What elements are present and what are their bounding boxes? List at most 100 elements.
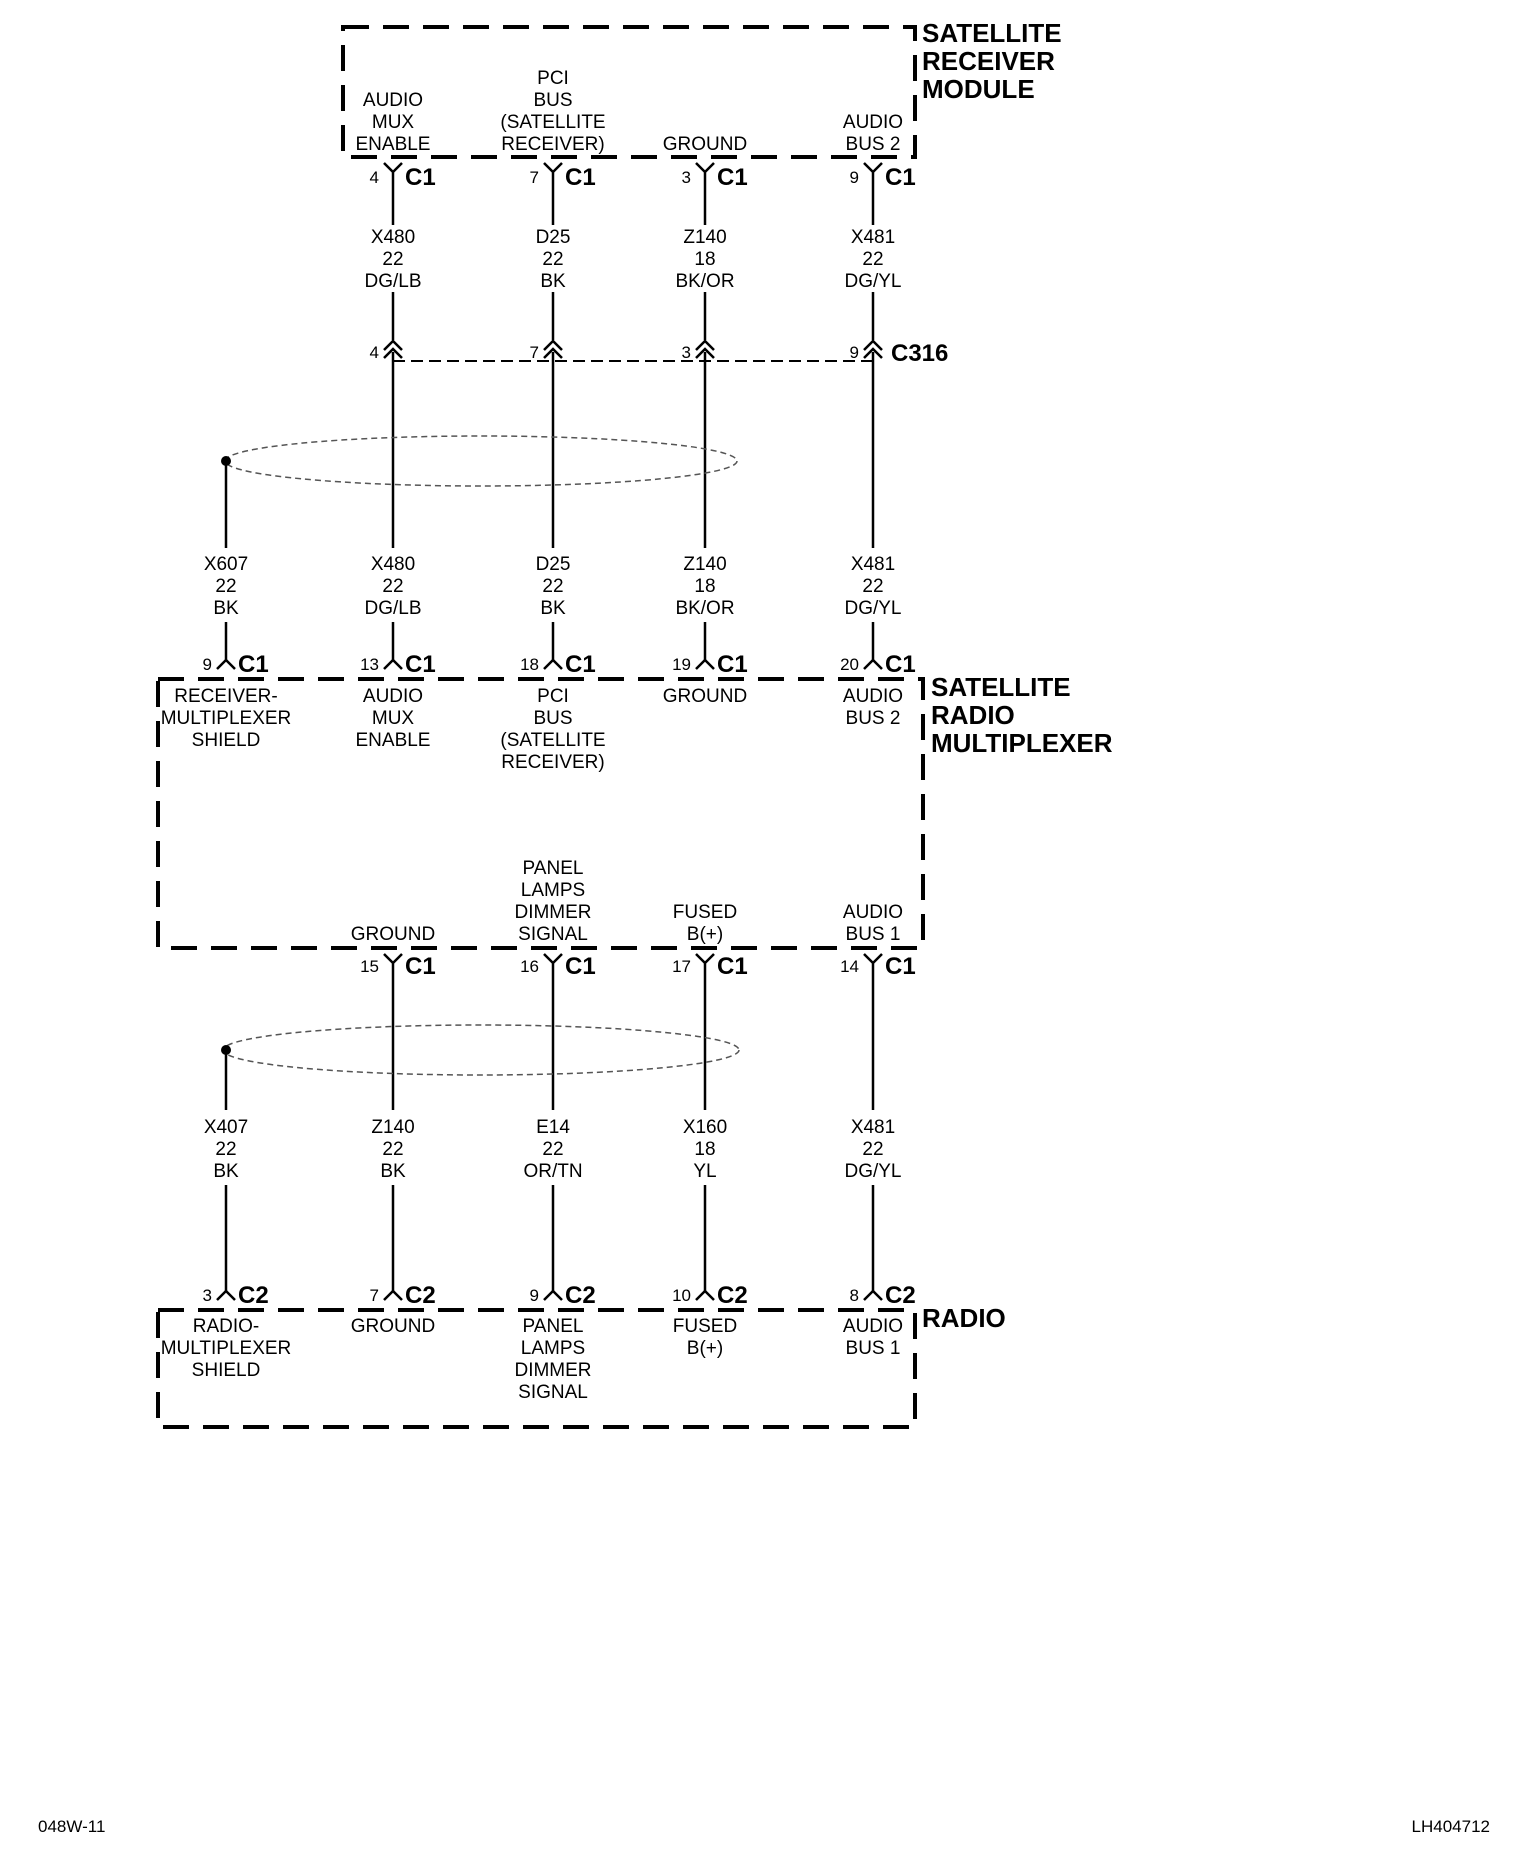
wire-label: E14	[536, 1117, 570, 1138]
multiplexer-pin-label: RECEIVER-	[174, 686, 277, 707]
multiplexer-pin-label: FUSED	[673, 902, 737, 923]
receiver-pin-label: MUX	[372, 112, 415, 133]
satellite-receiver-module-name: SATELLITE	[922, 18, 1062, 48]
radio-pin-label: PANEL	[523, 1316, 584, 1337]
twisted-pair-shield-upper	[224, 435, 738, 487]
multiplexer-pin-label: DIMMER	[514, 902, 591, 923]
multiplexer-bottom-terminal	[695, 953, 715, 975]
wire-label: D25	[536, 554, 571, 575]
receiver-pin-label: AUDIO	[363, 90, 423, 111]
multiplexer-bottom-terminal	[383, 953, 403, 975]
wire-label: 22	[862, 576, 883, 597]
radio-10-connector-label: C2	[717, 1282, 748, 1309]
radio-9-pin-number: 9	[530, 1286, 539, 1305]
radio-terminal	[216, 1289, 236, 1301]
multiplexer-pin-label: SIGNAL	[518, 924, 588, 945]
multiplexer-pin-label: PANEL	[523, 858, 584, 879]
wire-label: OR/TN	[523, 1161, 582, 1182]
radio-terminal	[863, 1289, 883, 1301]
radio-pin-label: SIGNAL	[518, 1382, 588, 1403]
wire-label: 22	[542, 1139, 563, 1160]
satellite-receiver-module-name: MODULE	[922, 74, 1035, 104]
multiplexer-16-pin-number: 16	[520, 957, 539, 976]
receiver-4-pin-number: 4	[370, 168, 379, 187]
multiplexer-17-pin-number: 17	[672, 957, 691, 976]
twisted-pair-shield-lower	[222, 1024, 740, 1076]
wire-label: BK	[540, 598, 566, 619]
multiplexer-top-terminal	[543, 658, 563, 670]
multiplexer-pin-label: PCI	[537, 686, 569, 707]
c316-pin-number: 7	[530, 343, 539, 362]
c316-terminal	[383, 339, 403, 359]
receiver-7-pin-number: 7	[530, 168, 539, 187]
wire-label: 22	[382, 249, 403, 270]
multiplexer-pin-label: B(+)	[687, 924, 723, 945]
multiplexer-14-connector-label: C1	[885, 953, 916, 980]
wire-label: X407	[204, 1117, 248, 1138]
wire-label: BK	[213, 598, 239, 619]
receiver-terminal	[695, 162, 715, 184]
multiplexer-pin-label: SHIELD	[192, 730, 261, 751]
multiplexer-pin-label: GROUND	[663, 686, 747, 707]
radio-terminal	[695, 1289, 715, 1301]
multiplexer-pin-label: AUDIO	[363, 686, 423, 707]
radio-pin-label: MULTIPLEXER	[161, 1338, 292, 1359]
multiplexer-pin-label: BUS 1	[846, 924, 901, 945]
multiplexer-pin-label: (SATELLITE	[500, 730, 605, 751]
multiplexer-18-connector-label: C1	[565, 651, 596, 678]
radio-7-pin-number: 7	[370, 1286, 379, 1305]
footer-left-code: 048W-11	[38, 1817, 105, 1836]
c316-terminal	[543, 339, 563, 359]
receiver-terminal	[383, 162, 403, 184]
wire-label: 22	[382, 576, 403, 597]
wire-label: 22	[215, 1139, 236, 1160]
wire-label: X607	[204, 554, 248, 575]
multiplexer-top-terminal	[863, 658, 883, 670]
multiplexer-bottom-terminal	[863, 953, 883, 975]
multiplexer-bottom-terminal	[543, 953, 563, 975]
radio-pin-label: SHIELD	[192, 1360, 261, 1381]
radio-7-connector-label: C2	[405, 1282, 436, 1309]
receiver-terminal	[543, 162, 563, 184]
wire-label: DG/YL	[844, 271, 901, 292]
wire-label: X480	[371, 227, 415, 248]
receiver-pin-label: RECEIVER)	[501, 134, 604, 155]
satellite-radio-multiplexer-box	[156, 677, 925, 950]
radio-10-pin-number: 10	[672, 1286, 691, 1305]
radio-pin-label: GROUND	[351, 1316, 435, 1337]
radio-3-connector-label: C2	[238, 1282, 269, 1309]
receiver-9-pin-number: 9	[850, 168, 859, 187]
multiplexer-13-connector-label: C1	[405, 651, 436, 678]
wire-label: X481	[851, 554, 895, 575]
multiplexer-20-pin-number: 20	[840, 655, 859, 674]
radio-pin-label: FUSED	[673, 1316, 737, 1337]
wire-label: 22	[542, 249, 563, 270]
multiplexer-9-pin-number: 9	[203, 655, 212, 674]
receiver-3-pin-number: 3	[682, 168, 691, 187]
multiplexer-pin-label: ENABLE	[356, 730, 431, 751]
multiplexer-15-connector-label: C1	[405, 953, 436, 980]
shield-splice-dot	[221, 456, 231, 466]
multiplexer-top-terminal	[695, 658, 715, 670]
multiplexer-13-pin-number: 13	[360, 655, 379, 674]
radio-8-pin-number: 8	[850, 1286, 859, 1305]
receiver-pin-label: BUS 2	[846, 134, 901, 155]
c316-connector-label: C316	[891, 340, 948, 367]
wire-label: DG/YL	[844, 1161, 901, 1182]
multiplexer-18-pin-number: 18	[520, 655, 539, 674]
receiver-pin-label: ENABLE	[356, 134, 431, 155]
wire-label: 18	[694, 1139, 715, 1160]
radio-3-pin-number: 3	[203, 1286, 212, 1305]
wire-label: X481	[851, 227, 895, 248]
multiplexer-19-connector-label: C1	[717, 651, 748, 678]
radio-terminal	[543, 1289, 563, 1301]
wire-label: X481	[851, 1117, 895, 1138]
satellite-receiver-module-box	[341, 25, 917, 159]
shield-splice-dot	[221, 1045, 231, 1055]
radio-8-connector-label: C2	[885, 1282, 916, 1309]
wire-label: DG/LB	[364, 598, 421, 619]
receiver-pin-label: BUS	[533, 90, 572, 111]
wire-label: 22	[542, 576, 563, 597]
wire-label: Z140	[371, 1117, 414, 1138]
